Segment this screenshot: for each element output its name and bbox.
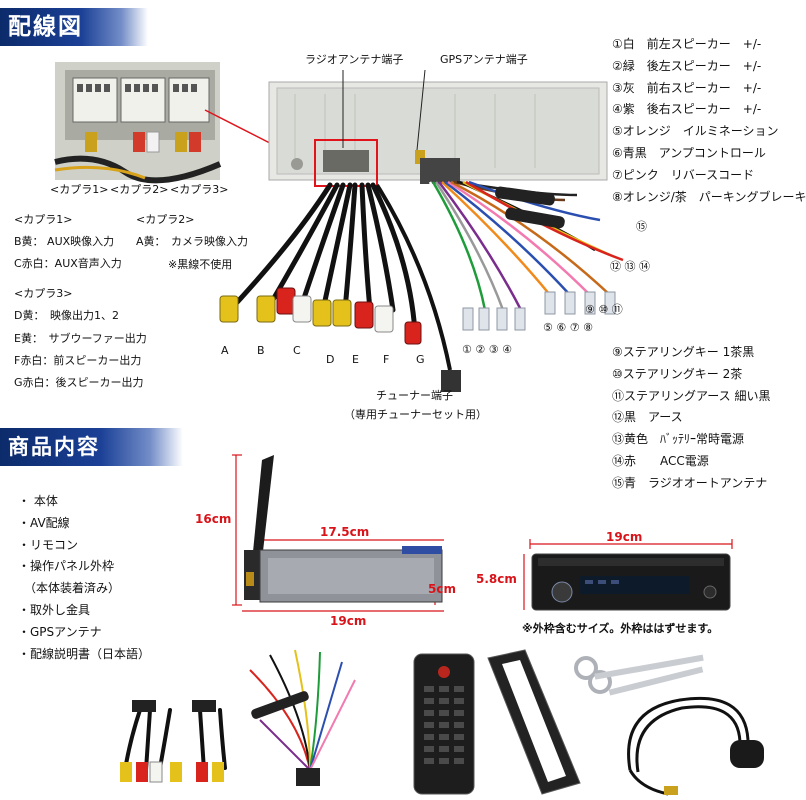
dimension-side-width: 19cm bbox=[330, 614, 367, 628]
coupler2-title: <カプラ2> bbox=[136, 213, 195, 226]
wire-numbers-1-4: ① ② ③ ④ bbox=[462, 343, 512, 356]
wire-numbers-9-10-11: ⑨ ⑩ ⑪ bbox=[585, 303, 623, 316]
coupler2-line-a: A黄： カメラ映像入力 bbox=[136, 235, 249, 248]
contents-item: （本体装着済み） bbox=[18, 581, 121, 596]
dimension-front-width: 19cm bbox=[606, 530, 643, 544]
coupler-photo bbox=[54, 62, 222, 184]
wire-legend-item: ⑮青 ラジオオートアンテナ bbox=[612, 475, 768, 490]
av-cable-photo bbox=[120, 649, 356, 786]
gps-antenna-port-label: GPSアンテナ端子 bbox=[440, 53, 528, 66]
contents-item: ・操作パネル外枠 bbox=[18, 559, 115, 574]
wire-legend-item: ②緑 後左スピーカー +/- bbox=[612, 58, 762, 73]
wire-legend-item: ④紫 後右スピーカー +/- bbox=[612, 102, 762, 117]
gps-antenna-photo bbox=[627, 696, 764, 796]
front-frame-photo bbox=[487, 649, 581, 795]
remote-control-photo bbox=[413, 653, 475, 795]
plug-letter-e: E bbox=[352, 353, 359, 366]
wire-legend-item: ⑬黄色 ﾊﾞｯﾃﾘｰ常時電源 bbox=[612, 432, 745, 447]
wire-legend-item: ⑫黒 アース bbox=[612, 410, 683, 425]
plug-letter-f: F bbox=[383, 353, 390, 366]
plug-letter-c: C bbox=[293, 344, 301, 357]
wire-legend-bottom: ⑨ステアリングキー 1茶黒 ⑩ステアリングキー 2茶 ⑪ステアリングアース 細い… bbox=[612, 342, 771, 495]
wire-legend-item: ①白 前左スピーカー +/- bbox=[612, 37, 762, 51]
coupler3-line-e: E黄： サブウーファー出力 bbox=[14, 332, 147, 345]
wire-legend-item: ⑤オレンジ イルミネーション bbox=[612, 124, 779, 139]
contents-item: ・リモコン bbox=[18, 537, 79, 552]
coupler1-line-c: C赤白：AUX音声入力 bbox=[14, 257, 122, 270]
section-heading-wiring: 配線図 bbox=[0, 8, 148, 46]
plug-letter-a: A bbox=[221, 344, 229, 357]
coupler-label-1: <カプラ1> bbox=[50, 183, 109, 196]
wire-legend-top: ①白 前左スピーカー +/- ②緑 後左スピーカー +/- ③灰 前右スピーカー… bbox=[612, 34, 806, 208]
wire-numbers-5-8: ⑤ ⑥ ⑦ ⑧ bbox=[543, 321, 593, 334]
dimension-front-height: 5.8cm bbox=[476, 572, 517, 586]
wire-legend-item: ⑥青黒 アンプコントロール bbox=[612, 145, 766, 160]
coupler3-line-f: F赤白：前スピーカー出力 bbox=[14, 354, 142, 367]
dimension-thickness: 5cm bbox=[428, 582, 456, 596]
wire-legend-item: ⑨ステアリングキー 1茶黒 bbox=[612, 345, 755, 359]
wire-legend-item: ⑩ステアリングキー 2茶 bbox=[612, 366, 743, 381]
dimension-depth: 17.5cm bbox=[320, 525, 370, 539]
coupler3-title: <カプラ3> bbox=[14, 287, 73, 300]
coupler-label-3: <カプラ3> bbox=[170, 183, 229, 196]
plug-letter-d: D bbox=[326, 353, 335, 366]
coupler1-title: <カプラ1> bbox=[14, 213, 73, 226]
package-contents-list: ・ 本体 ・AV配線 ・リモコン ・操作パネル外枠 （本体装着済み） ・取外し金… bbox=[18, 490, 150, 664]
wire-legend-item: ⑦ピンク リバースコード bbox=[612, 167, 755, 182]
wire-numbers-12-13-14: ⑫ ⑬ ⑭ bbox=[610, 260, 650, 273]
tuner-port-label: チューナー端子 bbox=[376, 389, 453, 402]
wire-legend-item: ③灰 前右スピーカー +/- bbox=[612, 80, 762, 95]
plug-letter-b: B bbox=[257, 344, 265, 357]
unit-front-view bbox=[523, 539, 733, 611]
contents-item: ・配線説明書（日本語） bbox=[18, 646, 151, 661]
wire-legend-item: ⑪ステアリングアース 細い黒 bbox=[612, 388, 771, 403]
wiring-harness-illustration bbox=[204, 69, 624, 392]
coupler1-line-b: B黄： AUX映像入力 bbox=[14, 235, 115, 248]
wire-legend-item: ⑧オレンジ/茶 パーキングブレーキ bbox=[612, 189, 806, 204]
unit-side-view bbox=[232, 454, 444, 612]
wire-number-15: ⑮ bbox=[636, 220, 647, 233]
contents-item: ・GPSアンテナ bbox=[18, 624, 102, 639]
tuner-port-sublabel: （専用チューナーセット用） bbox=[344, 408, 487, 421]
removal-key-photo bbox=[574, 654, 704, 696]
coupler2-note: ※黒線不使用 bbox=[168, 258, 233, 271]
dimension-note: ※外枠含むサイズ。外枠ははずせます。 bbox=[522, 622, 719, 635]
coupler-label-2: <カプラ2> bbox=[110, 183, 169, 196]
contents-item: ・取外し金具 bbox=[18, 602, 91, 617]
radio-antenna-port-label: ラジオアンテナ端子 bbox=[305, 53, 404, 66]
plug-letter-g: G bbox=[416, 353, 425, 366]
section-heading-contents: 商品内容 bbox=[0, 428, 183, 466]
coupler3-line-g: G赤白：後スピーカー出力 bbox=[14, 376, 144, 389]
contents-item: ・ 本体 bbox=[18, 494, 58, 508]
contents-item: ・AV配線 bbox=[18, 515, 70, 530]
dimension-height: 16cm bbox=[195, 512, 232, 526]
coupler3-line-d: D黄： 映像出力1、2 bbox=[14, 309, 119, 322]
wire-legend-item: ⑭赤 ACC電源 bbox=[612, 453, 709, 468]
